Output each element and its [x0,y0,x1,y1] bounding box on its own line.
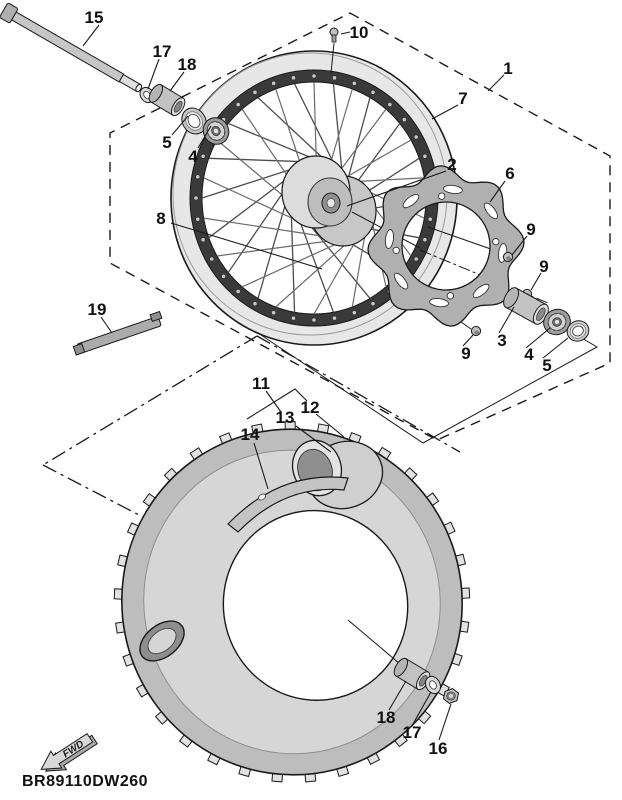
callout-18-top: 18 [178,55,197,74]
callout-9b: 9 [539,257,548,276]
tire-bead-opening [139,620,185,662]
leader-lines [82,24,569,741]
fwd-arrow: FWD [40,732,98,772]
callout-4-right: 4 [524,345,534,364]
callout-13: 13 [276,408,295,427]
bottom-collar-18 [393,657,431,691]
disc-bolt-9c [470,325,482,337]
assembly-reference-line [257,332,599,444]
callout-17-bottom: 17 [403,723,422,742]
oil-seal-5-right [566,320,590,342]
callout-11: 11 [252,374,270,393]
wheel-hub [281,155,377,247]
callout-17-top: 17 [153,42,172,61]
axle-collar-18 [148,83,186,117]
callout-14: 14 [241,425,260,444]
valve-stem-10 [329,27,339,74]
callout-2: 2 [447,155,456,174]
axle-nut-16 [442,688,460,704]
callouts: 1 2 3 4 5 4 5 6 7 8 9 9 9 10 11 12 13 14… [85,8,552,758]
group-11-bracket [246,388,308,420]
brake-disc [367,165,525,327]
callout-5-left: 5 [162,133,171,152]
callout-15: 15 [85,8,104,27]
callout-9c: 9 [461,344,470,363]
callout-4-left: 4 [188,147,198,166]
wheel-group-boundary [109,12,611,441]
callout-7: 7 [458,89,467,108]
callout-8: 8 [156,209,165,228]
callout-3: 3 [497,331,506,350]
spoke-wrench-19 [72,310,163,356]
oil-seal-5-left [181,107,207,135]
bottom-axle-axis [347,619,401,665]
callout-1: 1 [503,59,512,78]
bearing-4-right [543,308,571,336]
bearing-4-left [202,117,230,145]
disc-slots [384,184,508,308]
front-axle [0,2,143,93]
disc-bolt-9a [502,251,514,263]
callout-12: 12 [301,398,320,417]
rim-band-14 [227,476,349,533]
callout-6: 6 [505,164,514,183]
callout-9a: 9 [526,220,535,239]
drawing-code: BR89110DW260 [22,773,148,790]
bottom-washer-17 [425,675,441,695]
callout-16: 16 [429,739,448,758]
callout-18-bottom: 18 [377,708,396,727]
callout-5-right: 5 [542,356,551,375]
callout-10: 10 [350,23,369,42]
callout-19: 19 [88,300,107,319]
tire-12 [113,421,471,783]
